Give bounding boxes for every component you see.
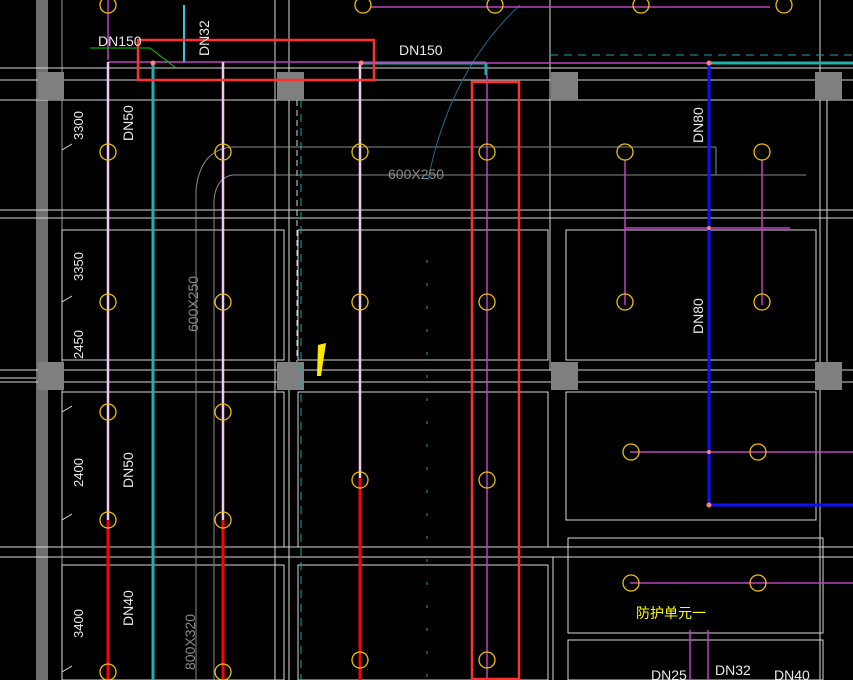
sprinkler-head: [478, 293, 496, 311]
label-duct-vertical: 600X250: [185, 276, 201, 332]
sprinkler-head: [478, 143, 496, 161]
left-wall: [36, 0, 48, 680]
label-dn150-mid: DN150: [399, 42, 443, 58]
label-dn32-bottom: DN32: [715, 662, 751, 678]
sprinkler-head: [214, 293, 232, 311]
sprinkler-head: [351, 293, 369, 311]
sprinkler-head: [478, 471, 496, 489]
sprinkler-head: [99, 511, 117, 529]
dimension-ticks: [0, 143, 73, 673]
label-duct-horizontal: 600X250: [388, 166, 444, 182]
sprinkler-head: [616, 293, 634, 311]
dimension-3350: 3350: [71, 252, 86, 281]
zone-label: 防护单元一: [636, 606, 706, 622]
yellow-marker-icon: [317, 343, 326, 376]
label-dn50-lower: DN50: [120, 452, 136, 488]
pipe-joints: [150, 60, 712, 508]
pink-pipes: [106, 62, 362, 520]
sprinkler-head: [351, 651, 369, 669]
label-dn40-bottom: DN40: [774, 667, 810, 680]
sprinkler-head: [99, 143, 117, 161]
structural-columns: [38, 72, 842, 390]
blue-pipe: [707, 63, 853, 507]
label-dn150-left: DN150: [98, 33, 142, 49]
magenta-pipes: [107, 0, 853, 680]
dimension-2450: 2450: [71, 330, 86, 359]
sprinkler-head: [622, 574, 640, 592]
sprinkler-head: [99, 0, 117, 14]
sprinkler-heads: [99, 0, 793, 680]
sprinkler-head: [478, 651, 496, 669]
sprinkler-head: [99, 293, 117, 311]
sprinkler-head: [775, 0, 793, 14]
sprinkler-head: [99, 403, 117, 421]
sprinkler-head: [753, 293, 771, 311]
dimension-2400: 2400: [71, 458, 86, 487]
sprinkler-head: [214, 511, 232, 529]
sprinkler-head: [486, 0, 504, 14]
sprinkler-head: [214, 663, 232, 680]
sprinkler-head: [616, 143, 634, 161]
sprinkler-head: [214, 143, 232, 161]
label-dn80-upper: DN80: [690, 107, 706, 143]
highlight-box-top[interactable]: [136, 38, 376, 82]
label-dn40: DN40: [120, 590, 136, 626]
sprinkler-head: [214, 403, 232, 421]
sprinkler-head: [749, 443, 767, 461]
sprinkler-head: [749, 574, 767, 592]
label-dn80-lower: DN80: [690, 298, 706, 334]
red-pipes: [106, 478, 362, 680]
sprinkler-head: [753, 143, 771, 161]
dimension-3400: 3400: [71, 609, 86, 638]
sprinkler-head: [632, 0, 650, 14]
sprinkler-head: [99, 663, 117, 680]
sprinkler-head: [351, 471, 369, 489]
sprinkler-head: [351, 143, 369, 161]
dashed-guide-lines: [300, 4, 853, 680]
dimension-3300: 3300: [71, 111, 86, 140]
dn150-leader-line: [90, 47, 177, 69]
sprinkler-head: [354, 0, 372, 14]
label-duct-bottom: 800X320: [182, 614, 198, 670]
label-dn32-top: DN32: [196, 20, 212, 56]
label-dn50-upper: DN50: [120, 105, 136, 141]
sprinkler-head: [622, 443, 640, 461]
highlight-box-vertical[interactable]: [470, 80, 521, 680]
label-dn25-bottom: DN25: [651, 667, 687, 680]
